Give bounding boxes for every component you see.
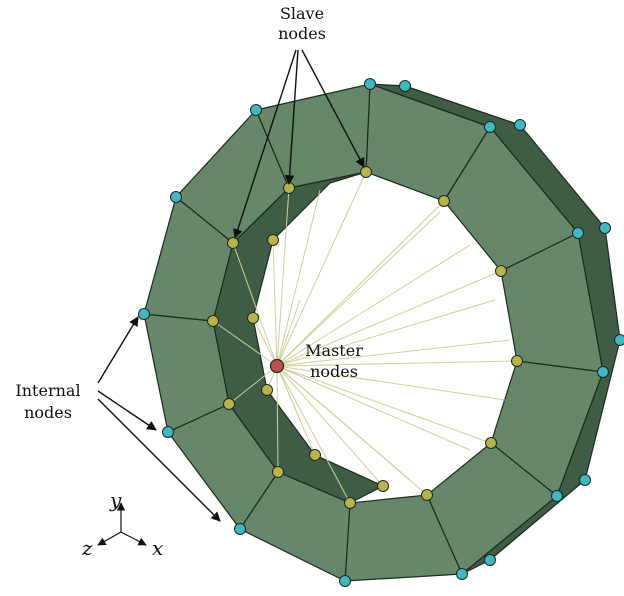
slave-node xyxy=(422,490,433,501)
y-axis-label: y xyxy=(109,488,122,512)
internal-node xyxy=(485,122,496,133)
slave-node xyxy=(284,183,295,194)
slave-node xyxy=(361,167,372,178)
slave-label-line2: nodes xyxy=(278,24,326,43)
slave-node xyxy=(345,498,356,509)
slave-node xyxy=(378,481,389,492)
slave-node xyxy=(208,316,219,327)
slave-node xyxy=(496,266,507,277)
slave-node xyxy=(248,313,259,324)
internal-node xyxy=(235,524,246,535)
internal-label-line1: Internal xyxy=(15,381,80,400)
x-axis-label: x xyxy=(152,536,163,560)
internal-node xyxy=(580,475,591,486)
slave-node xyxy=(273,467,284,478)
spoke-line xyxy=(277,366,470,450)
internal-node xyxy=(400,81,411,92)
internal-node xyxy=(251,105,262,116)
internal-node xyxy=(365,79,376,90)
internal-node xyxy=(552,491,563,502)
internal-node xyxy=(573,228,584,239)
z-axis-label: z xyxy=(81,536,93,560)
internal-node xyxy=(139,309,150,320)
internal-node xyxy=(163,427,174,438)
internal-label-line2: nodes xyxy=(24,403,72,422)
master-label-line1: Master xyxy=(305,341,363,360)
internal-node xyxy=(615,335,624,346)
internal-node xyxy=(485,555,496,566)
slave-node xyxy=(439,196,450,207)
internal-node xyxy=(340,576,351,587)
spoke-line xyxy=(273,240,277,366)
slave-node xyxy=(512,356,523,367)
slave-node xyxy=(310,450,321,461)
slave-node xyxy=(224,399,235,410)
slave-label-line1: Slave xyxy=(280,4,324,23)
x-axis-arrow xyxy=(121,532,146,545)
internal-node xyxy=(515,120,526,131)
master-label-line2: nodes xyxy=(310,362,358,381)
slave-node xyxy=(268,235,279,246)
axis-triad xyxy=(98,503,146,545)
internal-node xyxy=(457,569,468,580)
slave-node xyxy=(486,438,497,449)
slave-node xyxy=(262,385,273,396)
internal-node xyxy=(598,367,609,378)
internal-node xyxy=(171,192,182,203)
internal-node xyxy=(600,223,611,234)
master-node xyxy=(271,360,284,373)
slave-node xyxy=(228,238,239,249)
z-axis-arrow xyxy=(98,532,121,545)
